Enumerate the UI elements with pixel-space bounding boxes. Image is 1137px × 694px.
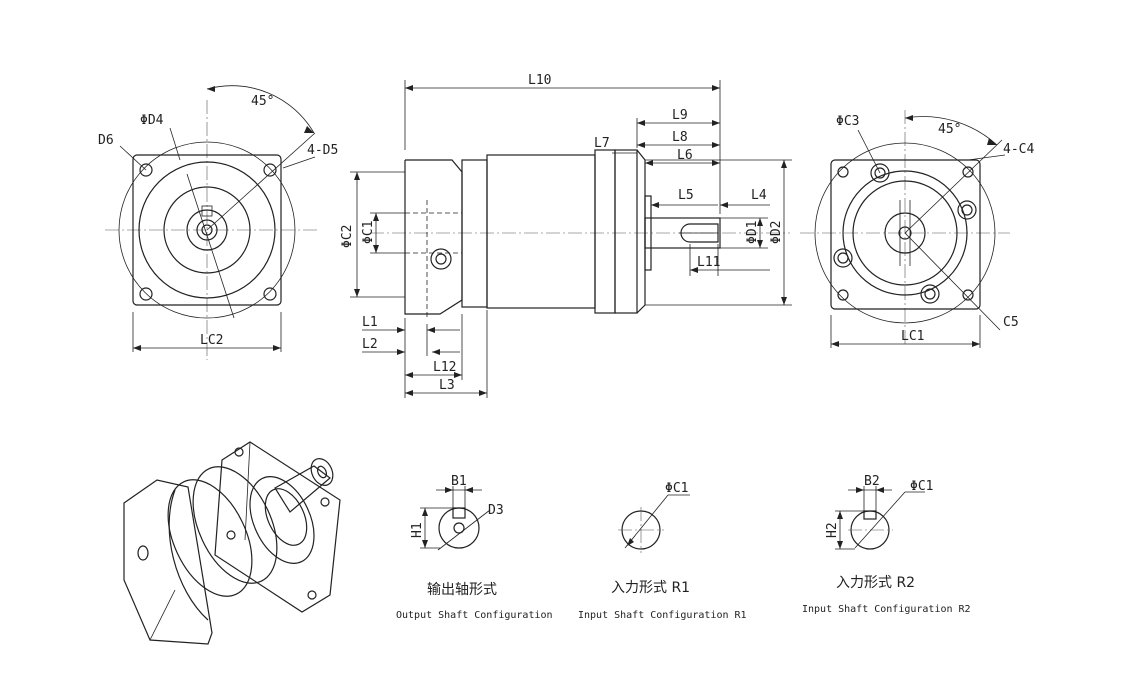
front-view-output: ΦD4 D6 4-D5 45° LC2 — [98, 85, 338, 360]
label-lc1: LC1 — [901, 329, 924, 344]
label-h1: H1 — [410, 522, 425, 538]
section-input-r2: B2 H2 ΦC1 入力形式 R2 Input Shaft Configurat… — [802, 474, 971, 615]
section-output-shaft: B1 H1 D3 输出轴形式 Output Shaft Configuratio… — [396, 474, 553, 621]
label-l4: L4 — [751, 188, 767, 203]
caption-output-cn: 输出轴形式 — [427, 582, 497, 598]
label-b1: B1 — [451, 474, 467, 489]
side-view: L10 L9 L8 L7 L6 L5 L4 L11 L12 L3 L1 L2 Φ… — [340, 73, 792, 398]
label-angle-right: 45° — [938, 122, 961, 137]
label-c1: ΦC1 — [361, 221, 376, 244]
caption-r2-cn: 入力形式 R2 — [836, 575, 915, 591]
isometric-gearbox — [123, 441, 341, 645]
label-c1-r2: ΦC1 — [910, 479, 933, 494]
label-c1-r1: ΦC1 — [665, 481, 688, 496]
label-h2: H2 — [825, 522, 840, 538]
label-l11: L11 — [697, 255, 720, 270]
label-angle-left: 45° — [251, 94, 274, 109]
label-l2: L2 — [362, 337, 378, 352]
label-l6: L6 — [677, 148, 693, 163]
label-c5: C5 — [1003, 315, 1019, 330]
label-d6: D6 — [98, 133, 114, 148]
caption-output-en: Output Shaft Configuration — [396, 610, 553, 621]
label-c2: ΦC2 — [340, 225, 355, 248]
caption-r1-cn: 入力形式 R1 — [611, 580, 690, 596]
caption-r2-en: Input Shaft Configuration R2 — [802, 604, 971, 615]
label-l9: L9 — [672, 108, 688, 123]
front-view-input: ΦC3 4-C4 45° C5 LC1 — [800, 110, 1034, 348]
label-c4: 4-C4 — [1003, 142, 1034, 157]
label-b2: B2 — [864, 474, 880, 489]
label-l7: L7 — [594, 136, 610, 151]
label-l12: L12 — [433, 360, 456, 375]
label-lc2: LC2 — [200, 333, 223, 348]
label-l1: L1 — [362, 315, 378, 330]
label-d2: ΦD2 — [769, 221, 784, 244]
label-d1: ΦD1 — [745, 221, 760, 244]
label-d4: ΦD4 — [140, 113, 164, 128]
label-l8: L8 — [672, 130, 688, 145]
label-l5: L5 — [678, 188, 694, 203]
label-l3: L3 — [439, 378, 455, 393]
label-c3: ΦC3 — [836, 114, 859, 129]
label-d5: 4-D5 — [307, 143, 338, 158]
label-l10: L10 — [528, 73, 551, 88]
label-d3: D3 — [488, 503, 504, 518]
section-input-r1: ΦC1 入力形式 R1 Input Shaft Configuration R1 — [578, 481, 747, 621]
caption-r1-en: Input Shaft Configuration R1 — [578, 610, 747, 621]
